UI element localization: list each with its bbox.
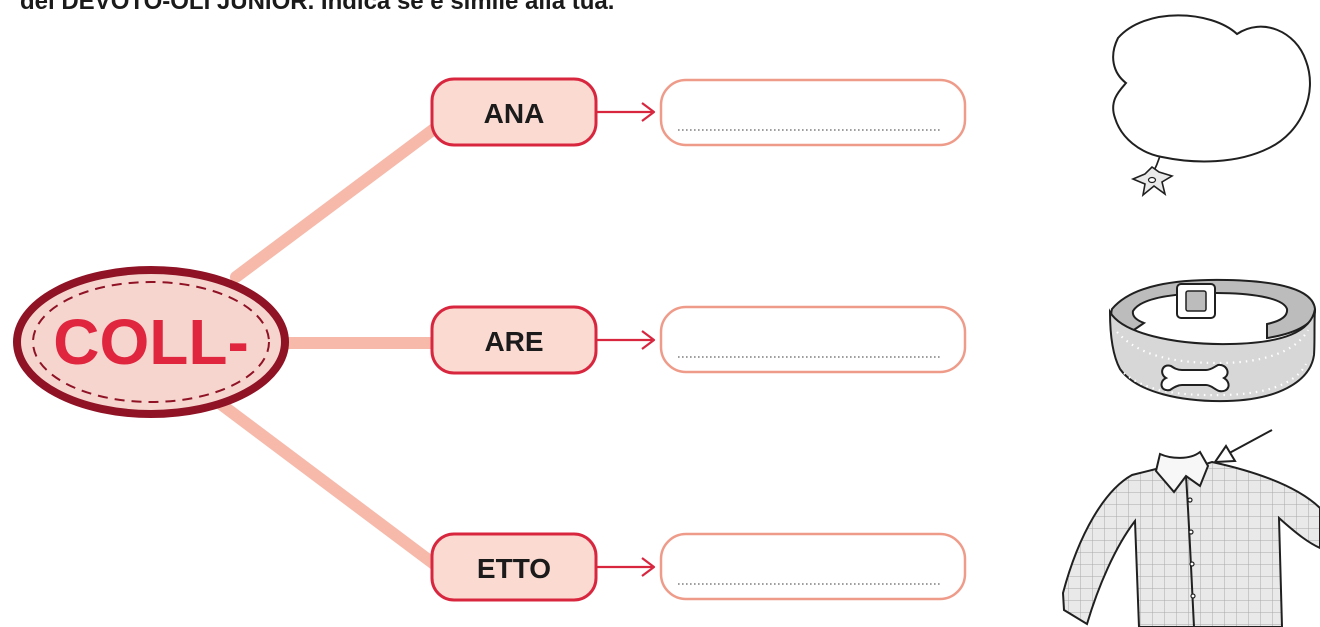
balloon-illustration xyxy=(1112,14,1311,197)
connector-top xyxy=(230,120,444,283)
connector-bottom xyxy=(216,399,444,573)
shirt-button-1 xyxy=(1187,497,1193,503)
branch-ana: ANA xyxy=(430,77,967,147)
center-word: COLL- xyxy=(53,306,249,378)
answer-box-ana[interactable] xyxy=(659,78,967,147)
answer-box-are[interactable] xyxy=(659,305,967,374)
collar-back-band xyxy=(1110,278,1317,340)
shirt-button-4 xyxy=(1190,593,1196,599)
branch-etto: ETTO xyxy=(430,532,967,602)
bone-tag-icon xyxy=(1160,363,1230,393)
shirt-button-3 xyxy=(1189,561,1195,567)
dog-collar-illustration xyxy=(1108,278,1317,403)
suffix-label-ana: ANA xyxy=(484,98,545,129)
center-node-stitching xyxy=(32,281,270,403)
suffix-label-etto: ETTO xyxy=(477,553,551,584)
shirt-illustration xyxy=(1061,429,1320,627)
branch-are: ARE xyxy=(430,305,967,375)
collar-pointer-arrowhead xyxy=(1213,444,1237,464)
shirt-collar xyxy=(1154,450,1210,494)
balloon-tie-hole xyxy=(1147,176,1157,184)
answer-box-etto[interactable] xyxy=(659,532,967,601)
collar-buckle-inner xyxy=(1185,290,1207,312)
collar-stitching-lower xyxy=(1123,363,1307,397)
instruction-text: del DEVOTO-OLI JUNIOR. Indica se è simil… xyxy=(20,0,615,15)
suffix-label-are: ARE xyxy=(484,326,543,357)
arrow-head-are xyxy=(641,330,656,350)
collar-front-band xyxy=(1108,308,1316,403)
shirt-placket xyxy=(1185,475,1195,627)
center-node-outer xyxy=(13,266,289,418)
shirt-body xyxy=(1061,460,1320,627)
arrow-head-etto xyxy=(641,557,656,577)
arrow-head-ana xyxy=(641,102,656,122)
shirt-button-2 xyxy=(1188,529,1194,535)
center-node: COLL- xyxy=(13,266,289,418)
balloon-body xyxy=(1112,14,1311,163)
